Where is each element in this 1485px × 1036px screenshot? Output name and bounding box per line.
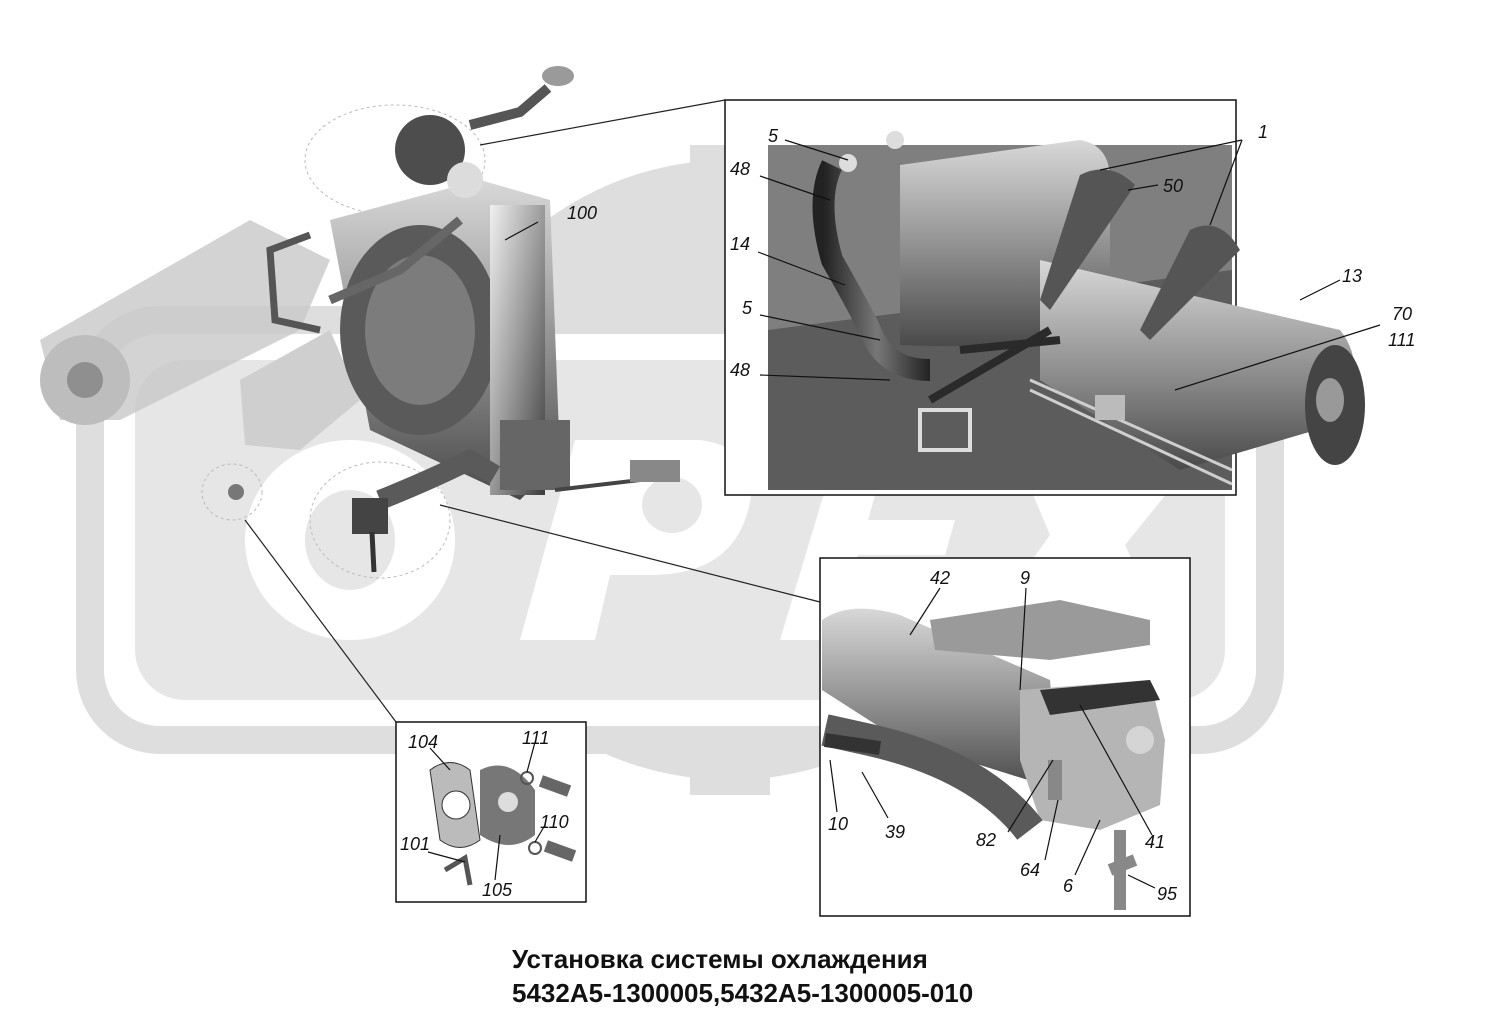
callout-104: 104 xyxy=(408,732,438,752)
callout-13: 13 xyxy=(1342,266,1362,286)
detail-view-expansion-tank xyxy=(819,557,1191,917)
callout-48-bottom: 48 xyxy=(730,360,750,380)
callout-48-top: 48 xyxy=(730,159,750,179)
callout-111-left: 111 xyxy=(522,728,549,748)
diagram-title-line2: 5432А5-1300005,5432А5-1300005-010 xyxy=(512,978,974,1008)
callout-64: 64 xyxy=(1020,860,1040,880)
callout-9: 9 xyxy=(1020,568,1030,588)
callout-82: 82 xyxy=(976,830,996,850)
diagram-title-line1: Установка системы охлаждения xyxy=(512,944,928,974)
callout-14: 14 xyxy=(730,234,750,254)
callout-50: 50 xyxy=(1163,176,1183,196)
callout-110: 110 xyxy=(540,812,569,832)
callout-105: 105 xyxy=(482,880,513,900)
zoom-connector-lines xyxy=(244,99,821,723)
callout-95: 95 xyxy=(1157,884,1178,904)
main-assembly-illustration xyxy=(40,66,680,579)
callout-42: 42 xyxy=(930,568,950,588)
callout-6: 6 xyxy=(1063,876,1074,896)
callout-5-bottom: 5 xyxy=(742,298,753,318)
callout-101: 101 xyxy=(400,834,430,854)
callout-1: 1 xyxy=(1258,122,1268,142)
callout-70: 70 xyxy=(1392,304,1412,324)
callout-10: 10 xyxy=(828,814,848,834)
callout-111-top: 111 xyxy=(1388,330,1415,350)
detail-view-tank xyxy=(724,99,1365,496)
detail-view-flange xyxy=(395,721,587,903)
leader-lines xyxy=(427,139,1381,889)
callout-39: 39 xyxy=(885,822,905,842)
callouts: 100 5 48 14 5 48 1 50 13 70 111 42 9 10 … xyxy=(400,122,1415,904)
diagram-title: Установка системы охлаждения 5432А5-1300… xyxy=(512,942,1212,1010)
callout-5-top: 5 xyxy=(768,126,779,146)
callout-41: 41 xyxy=(1145,832,1165,852)
callout-100: 100 xyxy=(567,203,597,223)
